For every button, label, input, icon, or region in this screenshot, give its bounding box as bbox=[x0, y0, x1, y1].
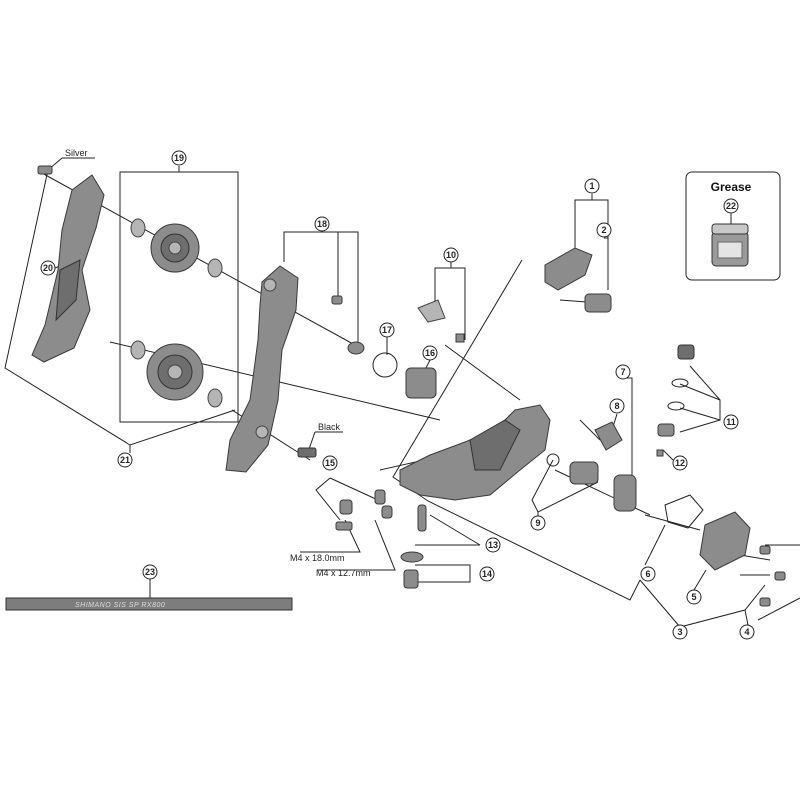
svg-text:9: 9 bbox=[535, 518, 540, 528]
callout-23: 23 bbox=[142, 564, 158, 580]
svg-text:21: 21 bbox=[120, 455, 130, 465]
callout-1: 1 bbox=[584, 178, 600, 194]
callout-14: 14 bbox=[479, 566, 495, 582]
black-label: Black bbox=[318, 422, 341, 432]
svg-text:3: 3 bbox=[677, 627, 682, 637]
callout-17: 17 bbox=[379, 322, 395, 338]
lower-pulley bbox=[146, 343, 204, 401]
grease-label: Grease bbox=[711, 180, 752, 194]
callout-5: 5 bbox=[686, 589, 702, 605]
callout-10: 10 bbox=[443, 247, 459, 263]
callout-6: 6 bbox=[640, 566, 656, 582]
svg-text:15: 15 bbox=[325, 458, 335, 468]
svg-text:10: 10 bbox=[446, 250, 456, 260]
cover-part-5 bbox=[699, 511, 751, 571]
silver-label: Silver bbox=[65, 148, 88, 158]
svg-text:4: 4 bbox=[744, 627, 749, 637]
svg-text:23: 23 bbox=[145, 567, 155, 577]
svg-text:12: 12 bbox=[675, 458, 685, 468]
svg-text:6: 6 bbox=[645, 569, 650, 579]
callouts: 1 2 3 4 5 6 7 8 9 10 11 12 13 14 15 16 1… bbox=[40, 150, 755, 640]
svg-text:5: 5 bbox=[691, 592, 696, 602]
parts bbox=[31, 165, 786, 607]
callout-18: 18 bbox=[314, 216, 330, 232]
link-part-1 bbox=[544, 247, 593, 291]
svg-text:11: 11 bbox=[726, 417, 736, 427]
text-labels: Silver Black M4 x 18.0mm M4 x 12.7mm bbox=[65, 148, 371, 578]
callout-19: 19 bbox=[171, 150, 187, 166]
grease-jar bbox=[711, 223, 749, 267]
callout-13: 13 bbox=[485, 537, 501, 553]
callout-15: 15 bbox=[322, 455, 338, 471]
svg-text:7: 7 bbox=[620, 367, 625, 377]
callout-4: 4 bbox=[739, 624, 755, 640]
silver-bolt bbox=[37, 165, 53, 175]
callout-12: 12 bbox=[672, 455, 688, 471]
inner-plate bbox=[225, 265, 299, 473]
callout-9: 9 bbox=[530, 515, 546, 531]
callout-21: 21 bbox=[117, 452, 133, 468]
callout-7: 7 bbox=[615, 364, 631, 380]
callout-8: 8 bbox=[609, 398, 625, 414]
callout-22: 22 bbox=[723, 198, 739, 214]
callout-2: 2 bbox=[596, 222, 612, 238]
svg-text:22: 22 bbox=[726, 201, 736, 211]
upper-pulley bbox=[150, 223, 200, 273]
svg-text:18: 18 bbox=[317, 219, 327, 229]
callout-20: 20 bbox=[40, 260, 56, 276]
svg-text:17: 17 bbox=[382, 325, 392, 335]
leader-lines bbox=[4, 157, 800, 628]
svg-text:16: 16 bbox=[425, 348, 435, 358]
bolt-size-12: M4 x 12.7mm bbox=[316, 568, 371, 578]
cable-print: SHIMANO SIS SP RX800 bbox=[75, 602, 165, 609]
callout-16: 16 bbox=[422, 345, 438, 361]
svg-text:20: 20 bbox=[43, 263, 53, 273]
svg-text:8: 8 bbox=[614, 401, 619, 411]
callout-11: 11 bbox=[723, 414, 739, 430]
bolt-size-18: M4 x 18.0mm bbox=[290, 553, 345, 563]
callout-3: 3 bbox=[672, 624, 688, 640]
svg-text:19: 19 bbox=[174, 153, 184, 163]
svg-text:13: 13 bbox=[488, 540, 498, 550]
svg-text:1: 1 bbox=[589, 181, 594, 191]
grease-box: Grease bbox=[685, 171, 781, 281]
cable: SHIMANO SIS SP RX800 bbox=[5, 578, 293, 611]
svg-text:14: 14 bbox=[482, 569, 492, 579]
svg-text:2: 2 bbox=[601, 225, 606, 235]
